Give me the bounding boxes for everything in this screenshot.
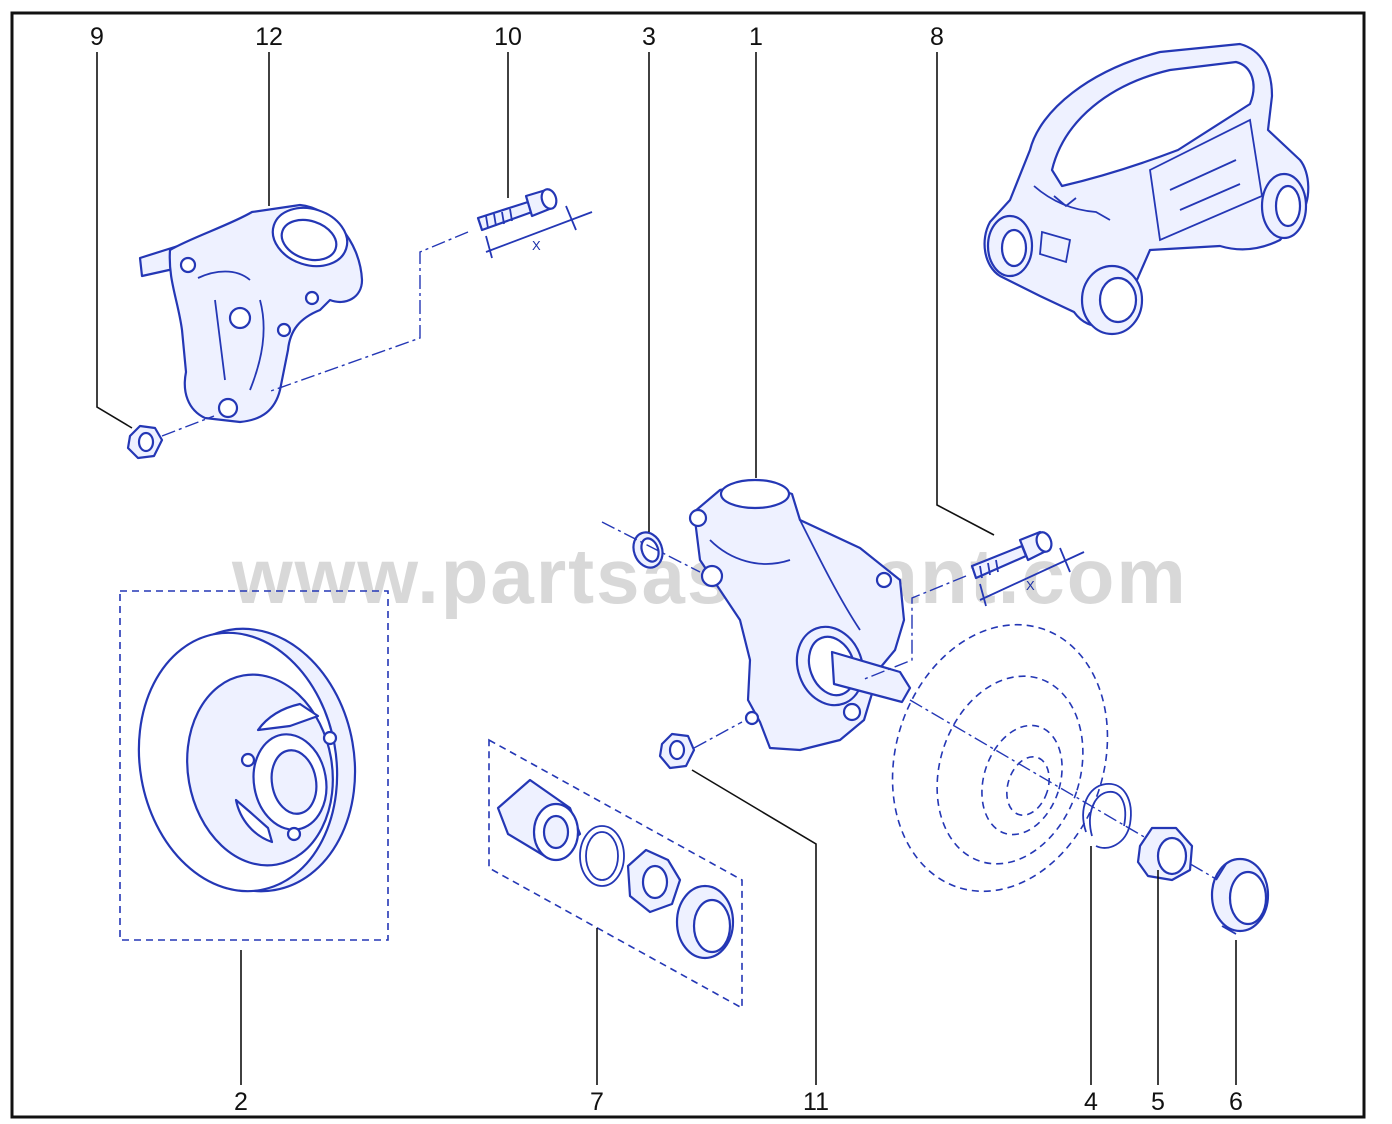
steering-knuckle-part-12[interactable]	[138, 199, 364, 424]
steering-knuckle-part-1[interactable]	[688, 478, 912, 752]
callout-3: 3	[642, 23, 656, 51]
brake-disc-kit-box	[119, 590, 389, 941]
axis-line-nut-9	[161, 415, 215, 437]
brake-disc-phantom	[891, 623, 1109, 893]
bolt-part-10[interactable]	[476, 187, 559, 232]
length-label-right: X	[1026, 578, 1035, 593]
callout-2: 2	[234, 1088, 248, 1116]
callout-11: 11	[803, 1088, 829, 1116]
callout-9: 9	[90, 23, 104, 51]
nut-part-9[interactable]	[126, 424, 164, 460]
nut-part-11[interactable]	[658, 732, 696, 770]
bearing-kit-box	[488, 738, 743, 1010]
callout-1: 1	[749, 23, 763, 51]
length-dimension-top: X	[485, 205, 593, 259]
brake-disc-part-2[interactable]	[119, 612, 375, 907]
hub-nut-part-5[interactable]	[1136, 826, 1194, 882]
callout-12: 12	[255, 23, 283, 51]
callout-10: 10	[494, 23, 522, 51]
bolt-part-8[interactable]	[970, 530, 1054, 580]
axis-line-nut-11	[693, 721, 743, 749]
axis-line-washer	[601, 521, 701, 573]
leader-lines	[96, 52, 1237, 1085]
vehicle-illustration	[983, 42, 1310, 336]
axis-line-bolt-8	[861, 575, 967, 681]
callout-8: 8	[930, 23, 944, 51]
callout-5: 5	[1151, 1088, 1165, 1116]
dust-cap-part-6[interactable]	[1210, 857, 1270, 935]
length-label-top: X	[532, 238, 541, 253]
length-dimension-right: X	[979, 547, 1085, 607]
callout-6: 6	[1229, 1088, 1243, 1116]
circlip-part-4[interactable]	[1082, 783, 1132, 849]
axis-line-top	[267, 231, 469, 393]
callout-4: 4	[1084, 1088, 1098, 1116]
wheel-bearing-kit-part-7[interactable]	[496, 778, 735, 960]
callout-7: 7	[590, 1088, 604, 1116]
